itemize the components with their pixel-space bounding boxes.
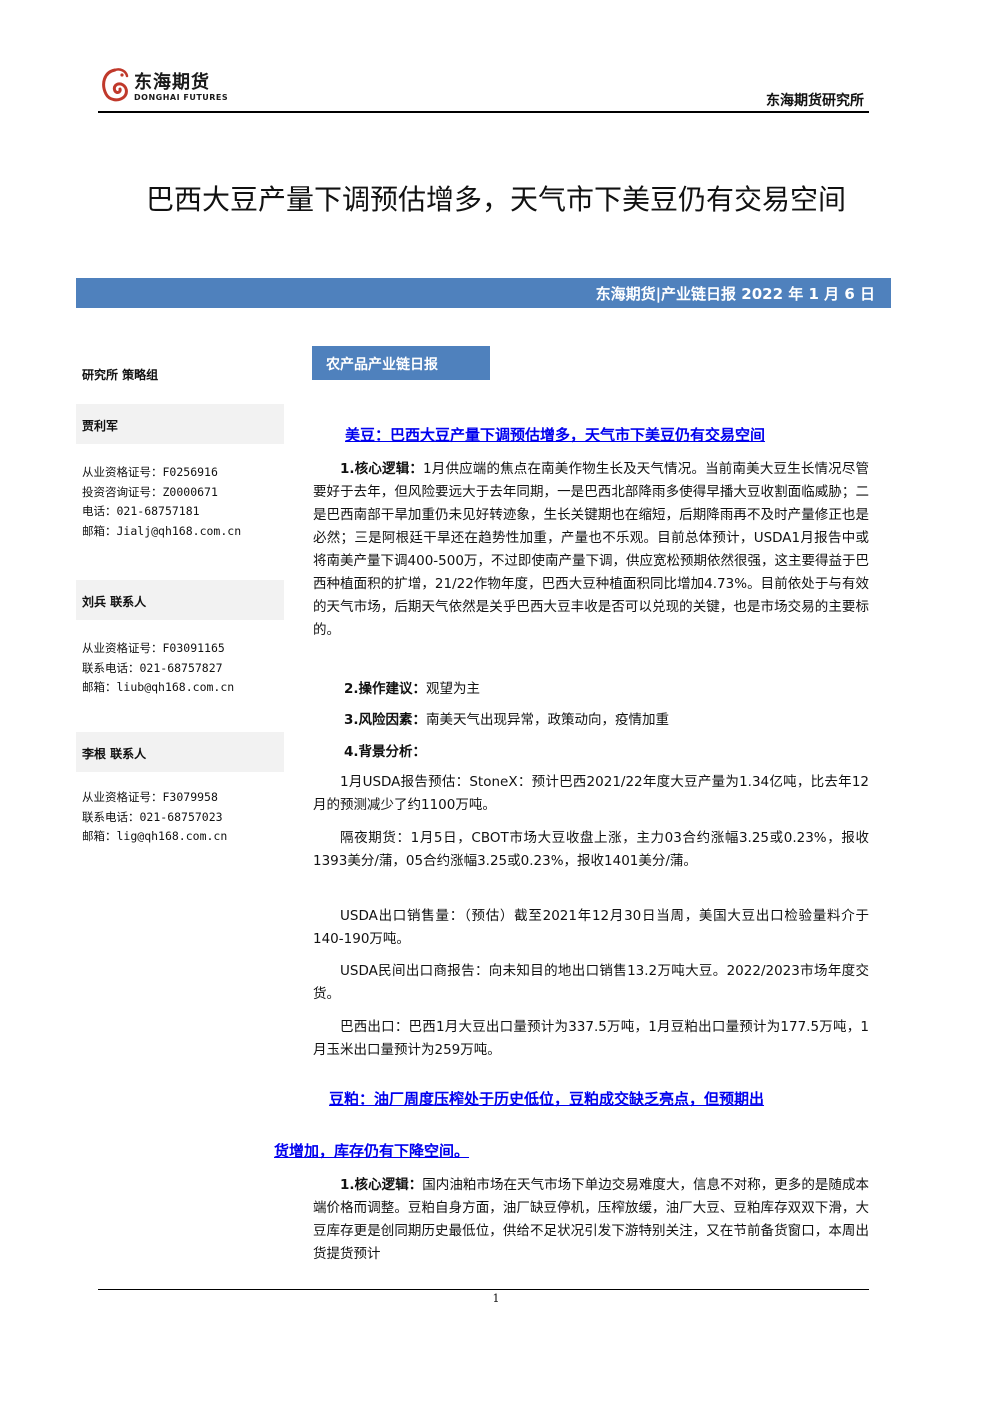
analyst-name: 李根 联系人 <box>82 747 147 761</box>
analyst-name-block: 贾利军 <box>76 404 284 444</box>
bg-paragraph: 1月USDA报告预估：StoneX：预计巴西2021/22年度大豆产量为1.34… <box>313 771 869 817</box>
meal-logic-paragraph: 1.核心逻辑：国内油粕市场在天气市场下单边交易难度大，信息不对称，更多的是随成本… <box>313 1174 869 1266</box>
risk-label: 3.风险因素： <box>344 712 427 728</box>
logic-text: 国内油粕市场在天气市场下单边交易难度大，信息不对称，更多的是随成本端价格而调整。… <box>313 1177 870 1262</box>
contact-line: 联系电话：021-68757827 <box>82 660 223 675</box>
logo-cn-text: 东海期货 <box>134 72 210 93</box>
report-band-text: 东海期货|产业链日报 2022 年 1 月 6 日 <box>595 285 875 303</box>
header-rule <box>98 111 869 113</box>
advice-text: 观望为主 <box>426 681 481 697</box>
bg-paragraph: USDA出口销售量：（预估）截至2021年12月30日当周，美国大豆出口检验量料… <box>313 905 869 951</box>
logo-en-text: DONGHAI FUTURES <box>134 93 229 102</box>
document-title: 巴西大豆产量下调预估增多，天气市下美豆仍有交易空间 <box>145 183 846 216</box>
contact-line: 联系电话：021-68757023 <box>82 809 223 824</box>
meal-heading-link-line1[interactable]: 豆粕：油厂周度压榨处于历史低位，豆粕成交缺乏亮点，但预期出 <box>329 1090 765 1108</box>
dept-label: 研究所 策略组 <box>82 368 159 382</box>
bg-paragraph: 巴西出口：巴西1月大豆出口量预计为337.5万吨，1月豆粕出口量预计为177.5… <box>313 1016 869 1062</box>
section-label: 农产品产业链日报 <box>312 346 490 380</box>
risk-text: 南美天气出现异常，政策动向，疫情加重 <box>426 712 670 728</box>
bg-text: 隔夜期货：1月5日，CBOT市场大豆收盘上涨，主力03合约涨幅3.25或0.23… <box>313 830 869 869</box>
footer-rule <box>98 1289 869 1290</box>
analyst-name: 刘兵 联系人 <box>82 595 147 609</box>
advice-line: 2.操作建议：观望为主 <box>344 677 480 697</box>
report-band: 东海期货|产业链日报 2022 年 1 月 6 日 <box>76 278 891 308</box>
soy-logic-paragraph: 1.核心逻辑：1月供应端的焦点在南美作物生长及天气情况。当前南美大豆生长情况尽管… <box>313 458 869 642</box>
header-org: 东海期货研究所 <box>766 93 864 109</box>
analyst-contact: 从业资格证号：F03091165 联系电话：021-68757827 邮箱：li… <box>82 639 234 698</box>
contact-line: 从业资格证号：F0256916 <box>82 465 218 479</box>
bg-text: USDA民间出口商报告：向未知目的地出口销售13.2万吨大豆。2022/2023… <box>313 963 869 1002</box>
contact-line: 从业资格证号：F3079958 <box>82 790 218 804</box>
logic-label: 1.核心逻辑： <box>340 461 424 477</box>
bg-text: 1月USDA报告预估：StoneX：预计巴西2021/22年度大豆产量为1.34… <box>313 774 869 813</box>
contact-line: 从业资格证号：F03091165 <box>82 641 225 655</box>
risk-line: 3.风险因素：南美天气出现异常，政策动向，疫情加重 <box>344 708 669 728</box>
advice-label: 2.操作建议： <box>344 681 427 697</box>
soy-heading-link[interactable]: 美豆：巴西大豆产量下调预估增多，天气市下美豆仍有交易空间 <box>345 426 766 444</box>
analyst-name: 贾利军 <box>82 419 119 433</box>
dragon-logo-icon <box>102 68 129 102</box>
bg-paragraph: USDA民间出口商报告：向未知目的地出口销售13.2万吨大豆。2022/2023… <box>313 960 869 1006</box>
section-label-text: 农产品产业链日报 <box>326 357 438 373</box>
contact-line: 投资咨询证号：Z0000671 <box>82 484 218 499</box>
bg-text: USDA出口销售量：（预估）截至2021年12月30日当周，美国大豆出口检验量料… <box>313 908 869 947</box>
analyst-name-block: 刘兵 联系人 <box>76 580 284 620</box>
contact-line: 邮箱：lig@qh168.com.cn <box>82 829 228 843</box>
logic-text: 1月供应端的焦点在南美作物生长及天气情况。当前南美大豆生长情况尽管要好于去年，但… <box>313 461 869 638</box>
analyst-contact: 从业资格证号：F3079958 联系电话：021-68757023 邮箱：lig… <box>82 788 227 847</box>
contact-line: 电话：021-68757181 <box>82 504 200 518</box>
background-label: 4.背景分析： <box>344 744 427 760</box>
meal-heading-link-line2[interactable]: 货增加，库存仍有下降空间。 <box>274 1142 470 1160</box>
analyst-contact: 从业资格证号：F0256916 投资咨询证号：Z0000671 电话：021-6… <box>82 463 241 541</box>
page-number: 1 <box>492 1292 500 1305</box>
company-logo: 东海期货 DONGHAI FUTURES <box>98 66 228 110</box>
bg-paragraph: 隔夜期货：1月5日，CBOT市场大豆收盘上涨，主力03合约涨幅3.25或0.23… <box>313 827 869 873</box>
bg-text: 巴西出口：巴西1月大豆出口量预计为337.5万吨，1月豆粕出口量预计为177.5… <box>313 1019 869 1058</box>
logic-label: 1.核心逻辑： <box>340 1177 423 1193</box>
background-line: 4.背景分析： <box>344 740 426 760</box>
contact-line: 邮箱：Jialj@qh168.com.cn <box>82 523 242 538</box>
analyst-name-block: 李根 联系人 <box>76 732 284 772</box>
contact-line: 邮箱：liub@qh168.com.cn <box>82 680 235 694</box>
